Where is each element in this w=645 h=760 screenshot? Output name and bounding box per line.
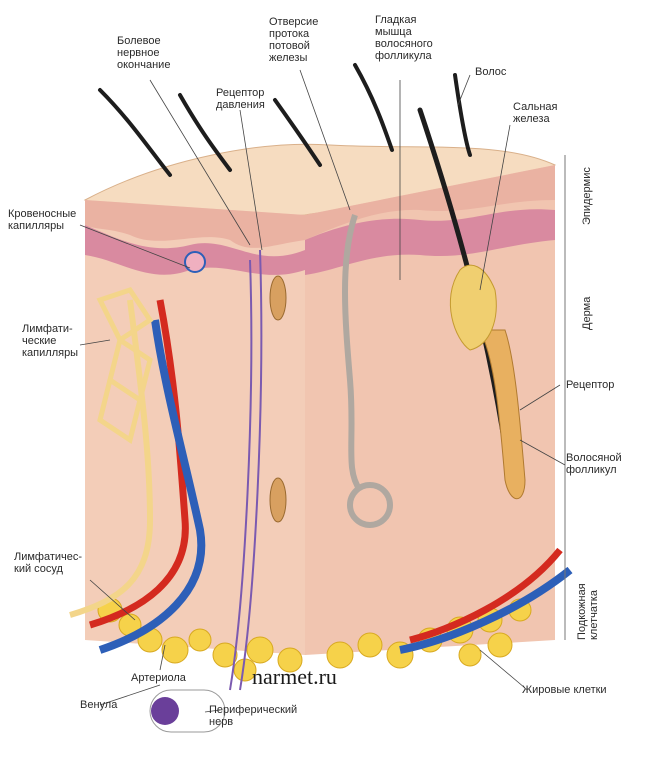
label-hair-follicle: Волосяной фолликул (566, 452, 622, 476)
label-venule: Венула (80, 699, 117, 711)
pressure-receptor-lower (270, 478, 286, 522)
label-sebaceous-gland: Сальная железа (513, 101, 557, 125)
label-pain-nerve-ending: Болевое нервное окончание (117, 35, 170, 71)
label-fat-cells: Жировые клетки (522, 684, 607, 696)
layer-dermis: Дерма (581, 297, 593, 330)
label-lymph-vessel: Лимфатичес- кий сосуд (14, 551, 82, 575)
label-arteriole: Артериола (131, 672, 186, 684)
label-pressure-receptor: Рецептор давления (216, 87, 265, 111)
capillary-loop (185, 252, 205, 272)
label-blood-capillaries: Кровеносные капилляры (8, 208, 76, 232)
layer-epidermis: Эпидермис (581, 167, 593, 225)
label-peripheral-nerve: Периферический нерв (209, 704, 297, 728)
watermark: narmet.ru (252, 664, 337, 690)
label-hair: Волос (475, 66, 506, 78)
pressure-receptor-upper (270, 276, 286, 320)
label-hair-follicle-muscle: Гладкая мышца волосяного фолликула (375, 14, 433, 62)
label-receptor: Рецептор (566, 379, 614, 391)
label-sweat-duct-opening: Отверсие протока потовой железы (269, 16, 318, 64)
label-lymph-capillaries: Лимфати- ческие капилляры (22, 323, 78, 359)
layer-subcutaneous: Подкожная клетчатка (576, 583, 600, 640)
